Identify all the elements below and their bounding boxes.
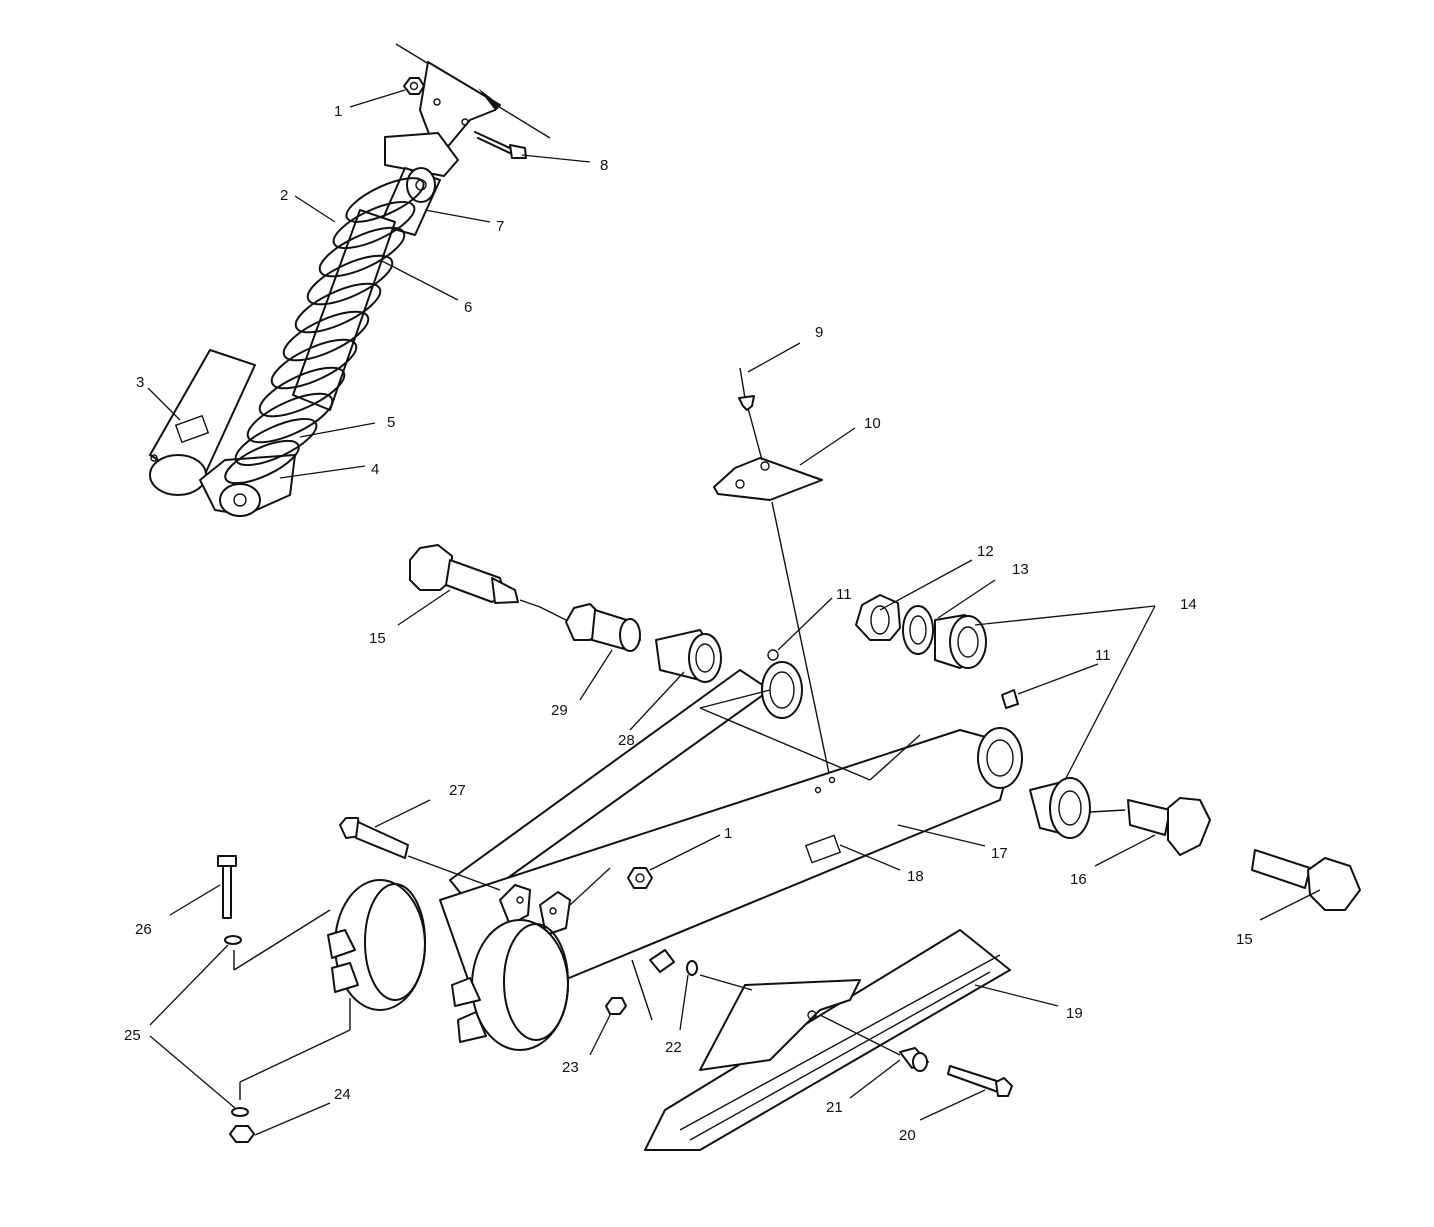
nut-23 — [605, 997, 627, 1015]
pivot-bolt-15b — [1251, 849, 1361, 911]
callout-24: 24 — [334, 1086, 351, 1103]
coil-spring — [224, 177, 425, 485]
callout-29: 29 — [551, 702, 568, 719]
callout-3: 3 — [136, 374, 144, 391]
callout-5: 5 — [387, 414, 395, 431]
callout-22: 22 — [665, 1039, 682, 1056]
leader-lines — [147, 89, 1321, 1136]
locknut-right — [855, 594, 901, 641]
bushing-sleeve — [655, 629, 722, 683]
pivot-bolt-left — [409, 544, 541, 608]
washer-25a — [224, 935, 242, 945]
bolt-26 — [217, 855, 237, 919]
callout-8: 8 — [600, 157, 608, 174]
hoop-left — [327, 879, 426, 1011]
pivot-bolt-16 — [1127, 797, 1211, 856]
bolt-27 — [339, 817, 409, 859]
callout-17: 17 — [991, 845, 1008, 862]
callout-16: 16 — [1070, 871, 1087, 888]
swing-arm — [439, 649, 1023, 991]
callout-12: 12 — [977, 543, 994, 560]
callout-20: 20 — [899, 1127, 916, 1144]
callout-15: 15 — [369, 630, 386, 647]
callout-14: 14 — [1180, 596, 1197, 613]
callout-7: 7 — [496, 218, 504, 235]
upper-mount-bracket — [384, 43, 551, 177]
callout-21: 21 — [826, 1099, 843, 1116]
callout-11: 11 — [1095, 647, 1111, 664]
hoop-right — [451, 919, 569, 1051]
spacer-21 — [899, 1047, 929, 1072]
callout-1: 1 — [334, 103, 342, 120]
nut-upper — [403, 77, 425, 95]
clip-22 — [649, 949, 698, 976]
callout-27: 27 — [449, 782, 466, 799]
callout-11: 11 — [836, 586, 852, 603]
bushing-short-bolt — [565, 603, 641, 652]
bolt-upper — [474, 131, 527, 159]
callout-28: 28 — [618, 732, 635, 749]
callout-23: 23 — [562, 1059, 579, 1076]
grease-fitting — [1001, 689, 1019, 709]
bolt-20 — [947, 1065, 1013, 1097]
callout-4: 4 — [371, 461, 379, 478]
callout-26: 26 — [135, 921, 152, 938]
slide-rail — [644, 929, 1011, 1151]
washer-25b — [231, 1107, 249, 1117]
swing-arm-brackets — [499, 884, 571, 936]
callout-2: 2 — [280, 187, 288, 204]
callout-6: 6 — [464, 299, 472, 316]
nut-24 — [229, 1125, 255, 1143]
shock-absorber — [149, 167, 441, 517]
callout-labels: 1 1 2 3 4 5 6 7 8 9 10 11 11 12 13 14 15… — [124, 103, 1253, 1144]
callout-9: 9 — [815, 324, 823, 341]
bushing-right — [934, 614, 987, 669]
callout-15: 15 — [1236, 931, 1253, 948]
callout-1: 1 — [724, 825, 732, 842]
callout-18: 18 — [907, 868, 924, 885]
callout-13: 13 — [1012, 561, 1029, 578]
callout-10: 10 — [864, 415, 881, 432]
bushing-14b — [1029, 777, 1091, 839]
washer-right — [902, 605, 934, 655]
nut-1b — [627, 867, 653, 889]
callout-25: 25 — [124, 1027, 141, 1044]
plate — [713, 407, 831, 779]
callout-19: 19 — [1066, 1005, 1083, 1022]
rivet — [738, 367, 755, 411]
